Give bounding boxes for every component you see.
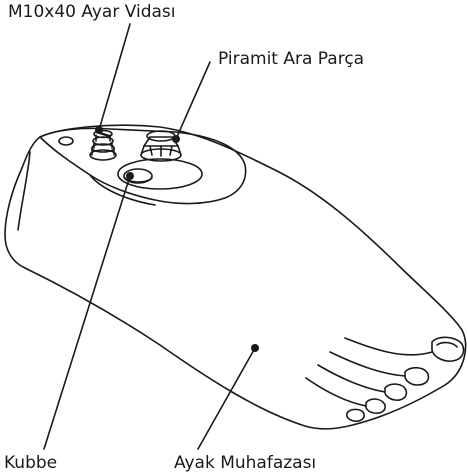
toe-big — [432, 337, 464, 361]
platform-hole — [59, 137, 73, 145]
foot-cover-label: Ayak Muhafazası — [174, 453, 316, 473]
leader-screw — [99, 24, 130, 130]
toe-crease-3 — [318, 365, 385, 392]
top-platform — [40, 128, 246, 203]
toe-crease-2 — [330, 352, 405, 376]
toe-nail-big — [437, 343, 457, 347]
toe-crease-4 — [306, 378, 366, 406]
dot-foot-cover — [251, 344, 259, 352]
toe-5 — [347, 409, 364, 421]
dome-label: Kubbe — [4, 453, 57, 473]
adjustment-screw — [90, 131, 116, 161]
pyramid-spacer-label: Piramit Ara Parça — [218, 49, 364, 69]
toe-4 — [366, 399, 385, 413]
toe-3 — [385, 384, 407, 400]
leader-dome — [44, 176, 130, 449]
toe-crease-1 — [345, 338, 432, 355]
screw-label: M10x40 Ayar Vidası — [8, 2, 176, 22]
toe-2 — [405, 368, 428, 385]
dot-screw — [95, 126, 103, 134]
dot-pyramid — [172, 135, 180, 143]
leader-pyramid — [176, 62, 210, 139]
dot-dome — [126, 172, 134, 180]
leader-foot-cover — [198, 348, 255, 449]
